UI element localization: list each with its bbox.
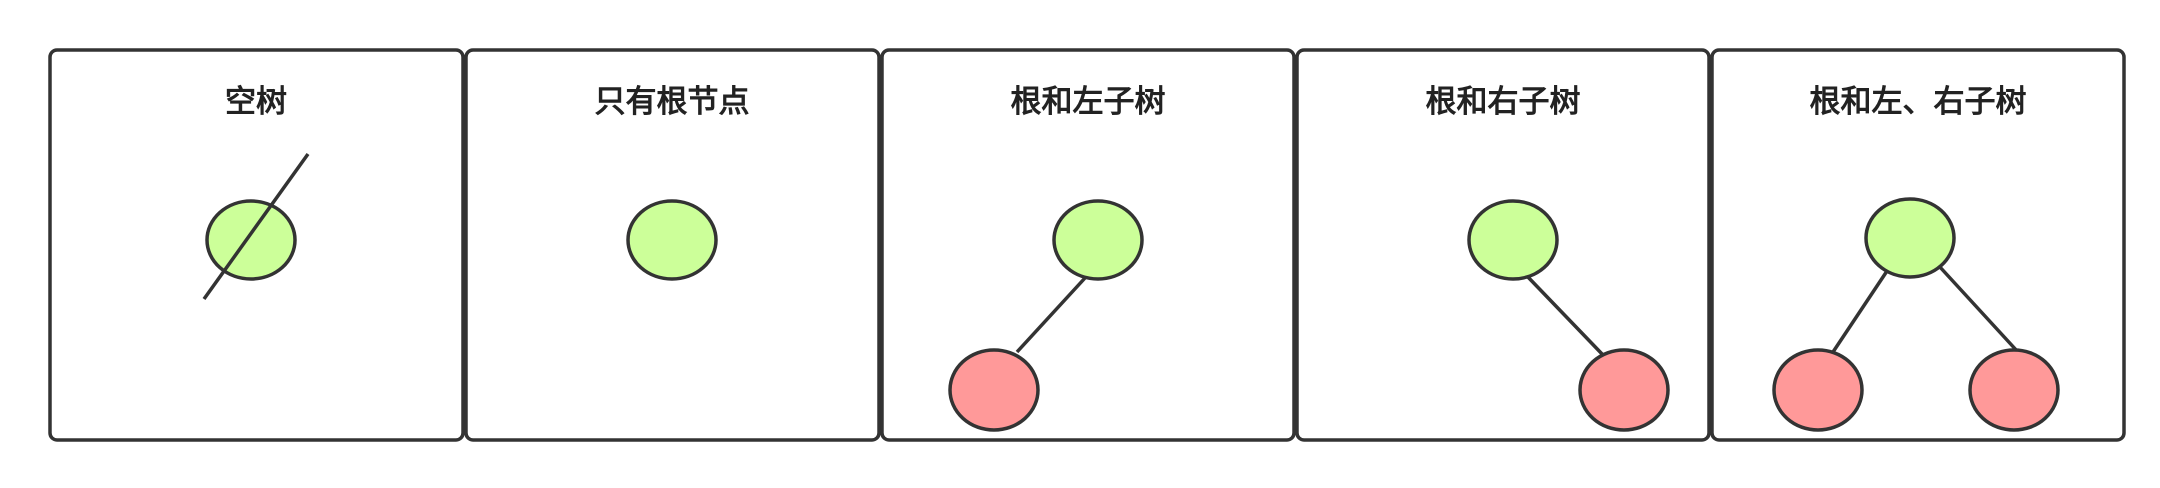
- root-node: [626, 199, 718, 281]
- left-edge: [1015, 264, 1098, 354]
- left-child-node: [948, 348, 1040, 432]
- panel-root-left: 根和左子树: [880, 48, 1296, 442]
- strike-through-line: [202, 152, 310, 301]
- right-edge: [1937, 264, 2020, 354]
- left-child-node: [1772, 348, 1864, 432]
- panel-title: 根和左、右子树: [1810, 84, 2027, 120]
- root-node: [1467, 199, 1559, 281]
- root-node: [205, 199, 297, 281]
- panel-root-only: 只有根节点: [464, 48, 881, 442]
- panel-title: 根和右子树: [1426, 84, 1581, 120]
- root-node: [1864, 197, 1956, 279]
- panel-title: 空树: [225, 84, 287, 120]
- right-child-node: [1578, 348, 1670, 432]
- right-edge: [1524, 273, 1605, 357]
- panel-root-left-right: 根和左、右子树: [1710, 48, 2126, 442]
- panel-title: 根和左子树: [1011, 84, 1166, 120]
- panel-title: 只有根节点: [595, 84, 750, 120]
- root-node: [1052, 199, 1144, 281]
- left-edge: [1831, 270, 1889, 353]
- panel-root-right: 根和右子树: [1295, 48, 1711, 442]
- right-child-node: [1968, 348, 2060, 432]
- panel-empty-tree: 空树: [48, 48, 465, 442]
